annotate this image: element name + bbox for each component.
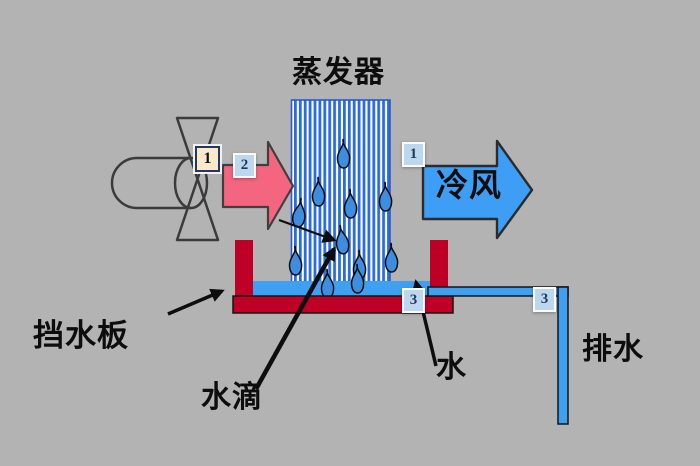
droplet-label: 水滴 <box>201 381 263 414</box>
droplet-leader-arrow-secondary <box>278 218 337 243</box>
step-badge-fan: 1 <box>195 146 220 172</box>
droplet-leader-arrow <box>254 246 336 391</box>
fan-icon <box>110 116 220 242</box>
tray-water <box>253 281 430 296</box>
drain-label: 排水 <box>582 333 644 366</box>
step-badge-water: 3 <box>402 288 425 313</box>
baffle-label: 挡水板 <box>33 318 129 353</box>
cold-air-label: 冷风 <box>436 167 503 203</box>
drip-tray <box>232 240 454 314</box>
cold-air-arrow-icon <box>421 139 534 240</box>
step-badge-drain: 3 <box>533 287 556 312</box>
evaporator-coils <box>290 99 391 297</box>
evaporator-label: 蒸发器 <box>292 56 385 89</box>
drain-pipe <box>427 286 569 425</box>
step-badge-warm-air: 2 <box>233 153 256 178</box>
step-badge-cold-air: 1 <box>402 142 425 167</box>
water-label: 水 <box>436 351 467 384</box>
baffle-leader-arrow <box>167 288 225 316</box>
warm-air-arrow-icon <box>221 140 295 231</box>
